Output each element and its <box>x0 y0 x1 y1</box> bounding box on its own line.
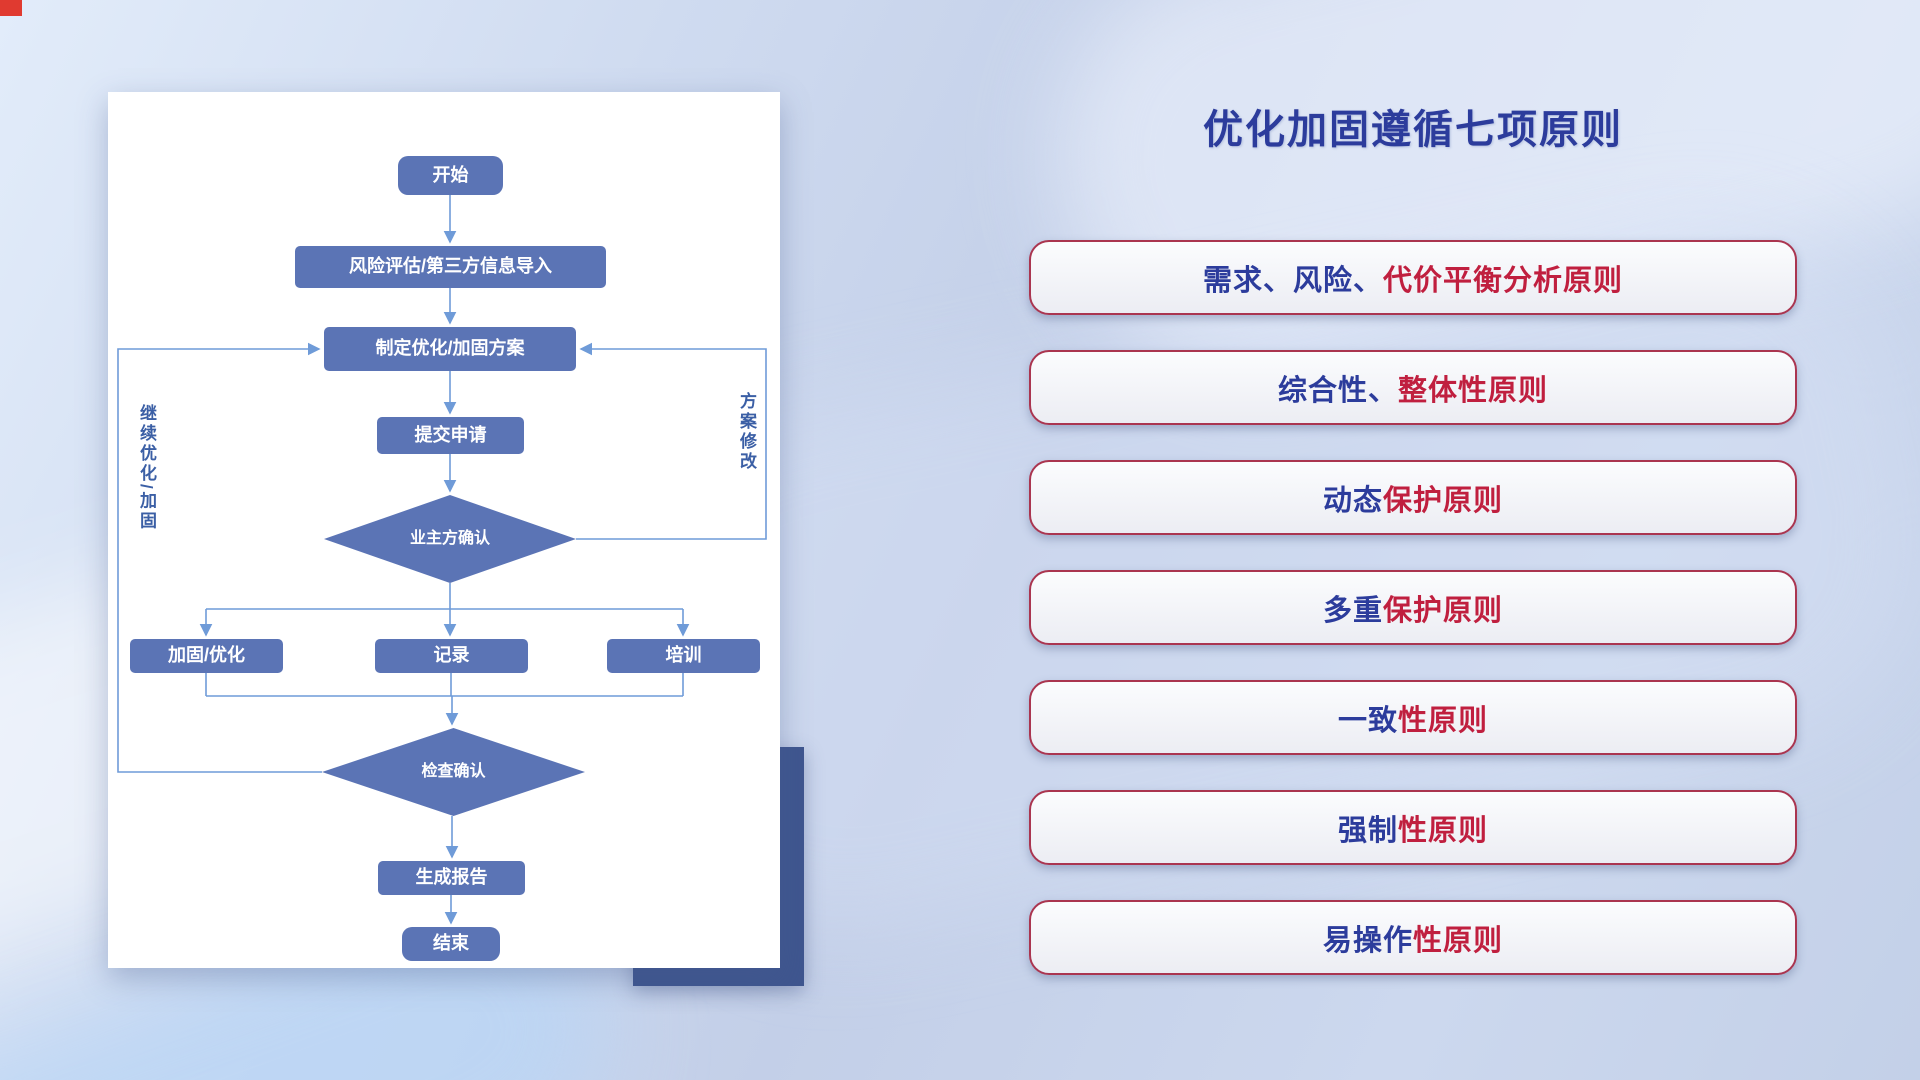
principle-4-tail: 保护原则 <box>1383 594 1504 627</box>
principle-1-lead: 需求、风险、 <box>1202 264 1383 297</box>
principle-3-tail: 保护原则 <box>1383 484 1504 517</box>
principle-5: 一致性原则 <box>1029 680 1797 755</box>
flow-node-make-plan: 制定优化/加固方案 <box>324 327 576 371</box>
slide-title: 优化加固遵循七项原则 <box>1203 108 1623 152</box>
principle-2: 综合性、整体性原则 <box>1029 350 1797 425</box>
flow-node-report: 生成报告 <box>378 861 525 895</box>
loop-label-continue-optimize: 继续优化/加固 <box>137 404 156 532</box>
flow-node-risk-import: 风险评估/第三方信息导入 <box>295 246 606 288</box>
flow-node-record: 记录 <box>375 639 528 673</box>
principle-7-lead: 易操作 <box>1322 924 1413 957</box>
principle-6-lead: 强制 <box>1337 814 1398 847</box>
flow-node-end: 结束 <box>402 927 500 961</box>
principle-2-lead: 综合性、 <box>1277 374 1398 407</box>
flow-node-train: 培训 <box>607 639 760 673</box>
principle-4-lead: 多重 <box>1322 594 1383 627</box>
principles-panel: 优化加固遵循七项原则 需求、风险、代价平衡分析原则 综合性、整体性原则 动态保护… <box>1029 105 1797 1010</box>
flow-node-harden: 加固/优化 <box>130 639 283 673</box>
loop-label-plan-modify: 方案修改 <box>737 392 756 472</box>
principle-3-lead: 动态 <box>1322 484 1383 517</box>
principle-2-tail: 整体性原则 <box>1398 374 1549 407</box>
principle-1: 需求、风险、代价平衡分析原则 <box>1029 240 1797 315</box>
flow-connectors <box>117 195 767 925</box>
flow-node-submit: 提交申请 <box>377 417 524 454</box>
principle-5-lead: 一致 <box>1337 704 1398 737</box>
principle-3: 动态保护原则 <box>1029 460 1797 535</box>
principle-5-tail: 性原则 <box>1398 704 1489 737</box>
principle-4: 多重保护原则 <box>1029 570 1797 645</box>
flowchart-card: 开始 风险评估/第三方信息导入 制定优化/加固方案 提交申请 业主方确认 加固/… <box>108 92 780 968</box>
principle-6: 强制性原则 <box>1029 790 1797 865</box>
corner-marker <box>0 0 22 16</box>
principle-6-tail: 性原则 <box>1398 814 1489 847</box>
principle-1-tail: 代价平衡分析原则 <box>1383 264 1624 297</box>
flow-node-start: 开始 <box>398 156 503 195</box>
principle-7-tail: 性原则 <box>1413 924 1504 957</box>
principle-7: 易操作性原则 <box>1029 900 1797 975</box>
